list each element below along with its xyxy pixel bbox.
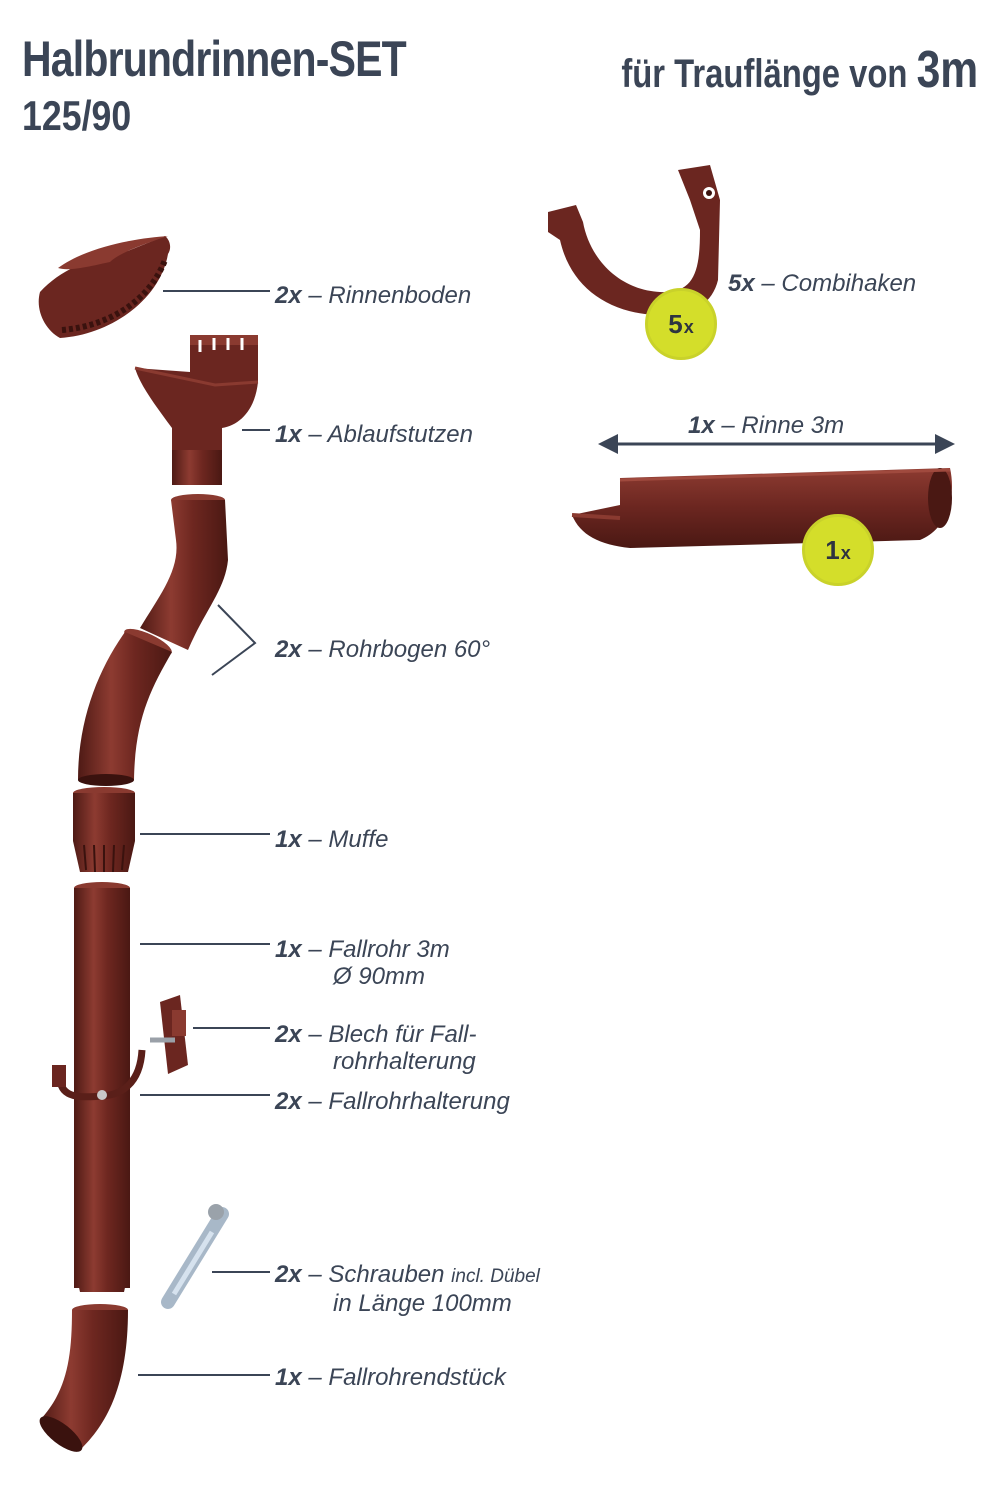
leader-line <box>140 833 270 835</box>
part-label-rinne: 1x – Rinne 3m <box>688 412 845 439</box>
gutter-illustration <box>571 468 952 548</box>
tagline-value: 3m <box>916 41 978 99</box>
eave-length-tagline: für Trauflänge von 3m <box>621 40 978 100</box>
upper-bend-illustration <box>140 494 228 650</box>
part-label-fallrohr: 1x – Fallrohr 3m Ø 90mm <box>275 936 450 990</box>
bracket-plate-illustration <box>150 995 188 1074</box>
lower-bend-illustration <box>78 628 172 786</box>
page-title: Halbrundrinnen-SET <box>22 31 407 87</box>
leader-line <box>193 1027 270 1029</box>
screw-dowel-illustration <box>161 1204 229 1309</box>
tagline-prefix: für Trauflänge von <box>621 52 908 96</box>
hook-illustration <box>548 165 720 316</box>
leader-line <box>140 1094 270 1096</box>
leader-line <box>138 1374 270 1376</box>
leader-line <box>140 943 270 945</box>
part-label-ablaufstutzen: 1x – Ablaufstutzen <box>275 421 473 448</box>
leader-line <box>212 1271 270 1273</box>
leader-line <box>163 290 270 292</box>
part-label-schrauben: 2x – Schrauben incl. Dübel in Länge 100m… <box>275 1261 540 1317</box>
end-cap-illustration <box>38 236 171 338</box>
part-label-fallrohrhalterung: 2x – Fallrohrhalterung <box>275 1088 510 1115</box>
part-label-combihaken: 5x – Combihaken <box>728 270 917 297</box>
outlet-illustration <box>134 335 259 485</box>
end-piece-illustration <box>39 1304 128 1452</box>
bend-bracket-line <box>211 604 257 676</box>
leader-line <box>242 429 270 431</box>
part-label-fallrohrendstueck: 1x – Fallrohrendstück <box>275 1364 506 1391</box>
part-label-muffe: 1x – Muffe <box>275 826 389 853</box>
part-label-blech: 2x – Blech für Fall- rohrhalterung <box>275 1021 477 1075</box>
length-arrow <box>598 434 955 454</box>
pipe-bracket-illustration <box>52 1049 146 1101</box>
socket-illustration <box>73 787 135 873</box>
part-label-rinnenboden: 2x – Rinnenboden <box>275 282 472 309</box>
page-subtitle: 125/90 <box>22 92 132 139</box>
part-label-rohrbogen: 2x – Rohrbogen 60° <box>275 636 491 663</box>
